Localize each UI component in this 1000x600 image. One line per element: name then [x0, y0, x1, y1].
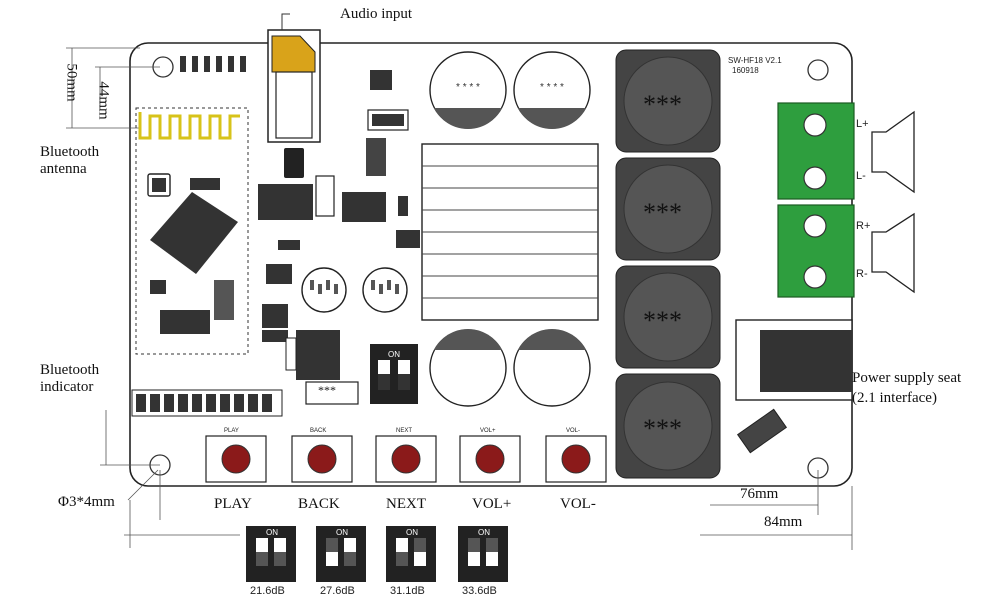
bluetooth-indicator-label: Bluetooth indicator: [40, 362, 100, 395]
board-dip-switch: [370, 344, 418, 404]
button-silk-play: PLAY: [224, 428, 239, 434]
gain-switch-on: ON: [478, 528, 490, 537]
board-model: SW-HF18 V2.1: [728, 56, 782, 65]
button-silk-voldown: VOL-: [566, 428, 581, 434]
regulator-u3: [285, 330, 359, 405]
svg-text:* * * *: * * * *: [540, 82, 564, 93]
svg-text:* * * *: * * * *: [456, 82, 480, 93]
gain-switch-on: ON: [336, 528, 348, 537]
dimension-lines: [66, 47, 853, 550]
gain-value: 33.6dB: [462, 585, 497, 597]
button-label-back: BACK: [298, 496, 340, 512]
button-label-voldown: VOL-: [560, 496, 596, 512]
gain-dip-switches: [246, 526, 508, 582]
width-inner-dimension: 76mm: [740, 486, 779, 502]
speakers: [871, 110, 915, 294]
button-silk-next: NEXT: [396, 428, 413, 434]
board-date: 160918: [732, 66, 759, 75]
tactile-buttons: [205, 435, 607, 483]
button-silk-volup: VOL+: [480, 428, 496, 434]
ic-u2: [315, 70, 420, 248]
width-outer-dimension: 84mm: [764, 514, 803, 530]
gain-value: 27.6dB: [320, 585, 355, 597]
small-capacitors: [301, 267, 408, 313]
inductor-mark: ***: [643, 306, 682, 335]
hole-dimension: Φ3*4mm: [58, 494, 115, 510]
speaker-terminals: [777, 102, 855, 298]
gain-value: 21.6dB: [250, 585, 285, 597]
board-dip-on: ON: [388, 350, 400, 359]
gain-value: 31.1dB: [390, 585, 425, 597]
button-silk-back: BACK: [310, 428, 327, 434]
inductor-mark: ***: [643, 198, 682, 227]
top-resistors: [180, 56, 246, 72]
diode-d5: [736, 408, 788, 454]
large-capacitors-top: * * * * * * * *: [429, 51, 591, 130]
bluetooth-antenna-label: Bluetooth antenna: [40, 144, 100, 177]
button-label-volup: VOL+: [472, 496, 512, 512]
gain-switch-on: ON: [266, 528, 278, 537]
terminal-right-minus: R-: [856, 268, 868, 280]
smd-components-left: [258, 184, 313, 342]
terminal-left-minus: L-: [856, 170, 866, 182]
large-capacitors-bottom: [429, 328, 591, 407]
indicator-strip: [131, 389, 283, 417]
button-label-play: PLAY: [214, 496, 252, 512]
power-supply-interface-label: (2.1 interface): [852, 390, 937, 406]
bluetooth-module: [135, 107, 249, 355]
button-label-next: NEXT: [386, 496, 426, 512]
inductor-mark: ***: [643, 414, 682, 443]
height-outer-dimension: 50mm: [63, 63, 80, 102]
gain-switch-on: ON: [406, 528, 418, 537]
terminal-right-plus: R+: [856, 220, 871, 232]
audio-jack: [267, 13, 321, 178]
terminal-left-plus: L+: [856, 118, 869, 130]
inductors: [615, 49, 721, 479]
audio-input-label: Audio input: [340, 6, 413, 22]
power-supply-seat-label: Power supply seat: [852, 370, 962, 386]
inductor-mark: ***: [643, 90, 682, 119]
ic-mark: ***: [318, 383, 336, 397]
antenna-trace: [138, 112, 240, 140]
power-jack: [735, 319, 853, 401]
height-inner-dimension: 44mm: [95, 81, 112, 120]
heatsink: [421, 143, 599, 321]
